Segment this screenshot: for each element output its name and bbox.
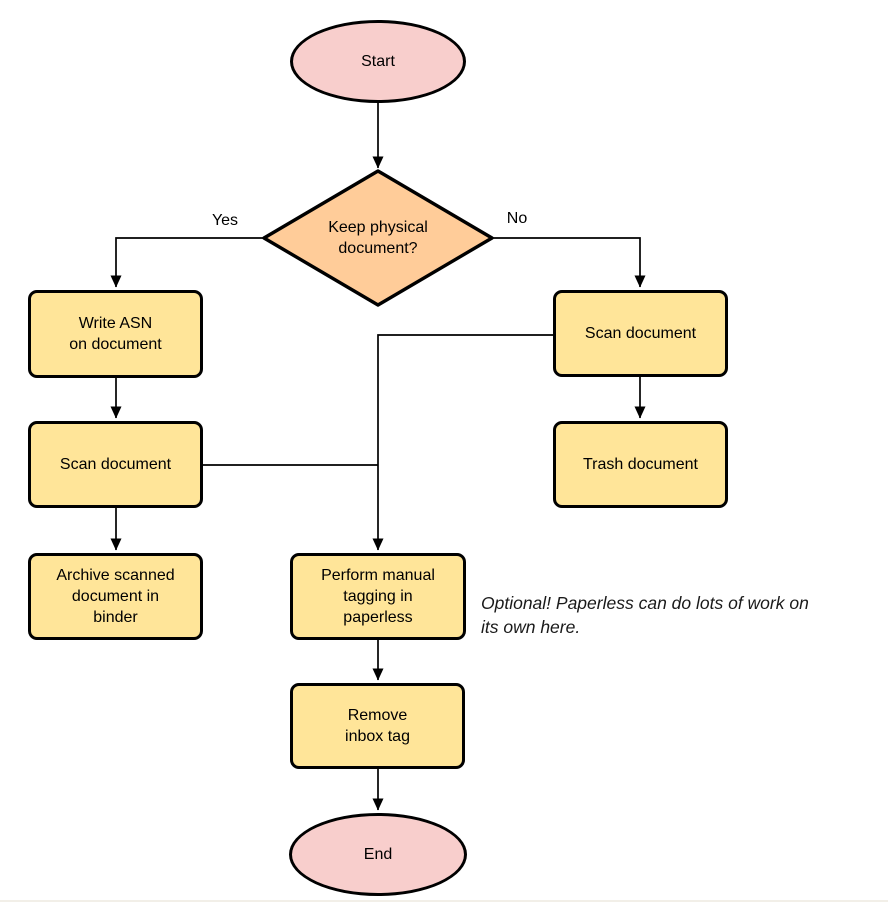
node-remove-inbox-tag: Remove inbox tag [290,683,465,769]
node-write-asn-label: Write ASN on document [69,315,162,353]
node-scan-document-right-label: Scan document [584,325,697,342]
node-manual-tagging: Perform manual tagging in paperless [290,553,466,640]
edge-label-yes: Yes [211,212,239,229]
node-decision: Keep physical document? [264,172,492,304]
node-start: Start [290,20,466,103]
optional-note: Optional! Paperless can do lots of work … [481,593,809,637]
node-write-asn: Write ASN on document [28,290,203,378]
bottom-border-line [0,900,888,902]
node-start-label: Start [361,53,395,70]
decision-diamond-shape [262,169,494,307]
node-decision-label: Keep physical document? [328,219,428,257]
node-scan-document-right: Scan document [553,290,728,377]
node-archive-scanned-label: Archive scanned document in binder [56,567,175,626]
edge-decision-no-to-scan-right [492,237,646,288]
node-trash-document-label: Trash document [582,456,698,473]
node-manual-tagging-label: Perform manual tagging in paperless [321,567,435,626]
edge-decision-yes-to-write-asn [110,237,264,288]
node-archive-scanned: Archive scanned document in binder [28,553,203,640]
node-end: End [289,813,467,896]
node-scan-document-left-label: Scan document [59,456,172,473]
node-trash-document: Trash document [553,421,728,508]
edge-scan-right-to-tagging [372,334,553,551]
node-end-label: End [363,846,393,863]
node-scan-document-left: Scan document [28,421,203,508]
node-remove-inbox-tag-label: Remove inbox tag [345,707,410,745]
edge-label-no: No [506,210,528,227]
